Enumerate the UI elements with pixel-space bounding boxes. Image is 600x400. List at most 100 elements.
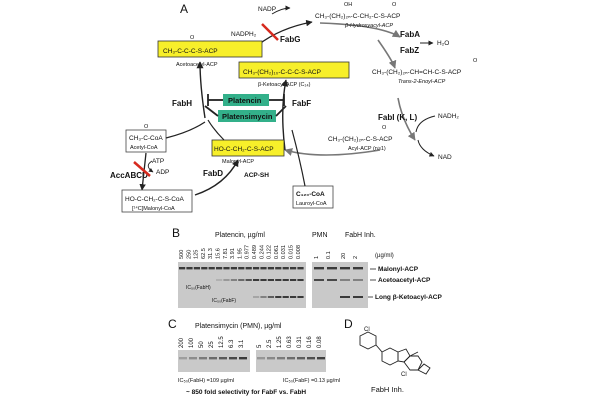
gel-c-ic50-fabf: IC₅₀(FabF) =0.13 µg/ml [283, 378, 340, 384]
gel-b-lane-label: 31.3 [208, 248, 214, 259]
gel-b-lane-label: 125 [194, 250, 200, 259]
gel-c-lane-label: 0.16 [307, 336, 313, 348]
enoyl-structure: CH₃-(CH₂)₂ₙ-CH=CH-C-S-ACP [372, 69, 461, 76]
band-lane [239, 357, 247, 360]
nad-label: NAD [438, 154, 452, 161]
acetylcoa-structure: CH₃-C-CoA [129, 135, 163, 142]
gel-c-lane-label: 5 [257, 344, 263, 348]
accabcd-block-mark [133, 161, 151, 177]
gel-c-lane-label: 0.63 [287, 336, 293, 348]
atp-label: ATP [152, 158, 164, 165]
enzyme-fabd: FabD [203, 169, 223, 178]
enzyme-fabi: FabI (K, L) [378, 113, 417, 122]
band-acetoacetyl [297, 279, 304, 281]
gel-b-lane-label: 0.489 [252, 245, 258, 259]
panel-label-d: D [344, 317, 353, 331]
band-lane [287, 357, 295, 360]
band-acetoacetyl [223, 279, 230, 281]
gel-b-lane-label: 0.061 [274, 245, 280, 259]
lauroyl-structure: C₁₂₀-CoA [296, 191, 325, 198]
band-acetoacetyl [353, 279, 363, 281]
h2o-label: H₂O [437, 40, 449, 47]
gel-b-ic50-fabf: IC₅₀(FabF) [212, 298, 236, 304]
gel-b-lane-label: 15.6 [216, 248, 222, 259]
acpsh-label: ACP-SH [244, 172, 269, 179]
band-lane [277, 357, 285, 360]
band-lane [267, 357, 275, 360]
malonylacp-structure: HO-C-CH₂-C-S-ACP [214, 146, 274, 153]
acetylcoa-o: O [144, 124, 149, 130]
malonylcoa-name: [¹⁴C]Malonyl-CoA [132, 205, 175, 212]
gel-b-lane-label: 0.031 [281, 245, 287, 259]
band-acetoacetyl [290, 279, 297, 281]
gel-b-lane-label: 7.81 [223, 248, 229, 259]
band-ketoacyl [290, 296, 297, 298]
band-malonyl [208, 267, 215, 270]
band-malonyl [290, 267, 297, 270]
malonylacp-to-fabh [207, 119, 225, 141]
gel-c-lane-label: 200 [179, 337, 185, 348]
elongation-cycle-arrows [284, 22, 416, 156]
fabf-arrow [281, 79, 289, 151]
band-lane [297, 357, 305, 360]
gel-b-lane-label: 0.008 [296, 245, 302, 259]
gel-b-fabh-lane-label: 20 [341, 253, 347, 259]
hydroxyacyl-o: O [392, 2, 397, 8]
gel-b-pmn-lane-label: 0.1 [326, 251, 332, 259]
band-malonyl [260, 267, 267, 270]
band-malonyl [216, 267, 223, 270]
structure-cl-bottom: Cl [401, 372, 407, 378]
band-acetoacetyl [314, 279, 324, 281]
nadh2-arc [415, 115, 436, 133]
gel-b-fabh-lane-label: 2 [353, 256, 359, 259]
band-malonyl [179, 267, 186, 270]
nadp-arc [271, 5, 291, 15]
hydroxyacyl-oh: OH [344, 2, 352, 8]
gel-b-lane-label: 0.015 [289, 245, 295, 259]
enzyme-fabg: FabG [280, 35, 300, 44]
band-acetoacetyl [260, 279, 267, 281]
gel-c-image-left [178, 350, 250, 372]
gel-c-ic50-fabh: IC₅₀(FabH) =109 µg/ml [178, 378, 234, 384]
acyl-structure: CH₃-(CH₂)₂ₙ-C-S-ACP [328, 136, 392, 143]
band-ketoacyl [297, 296, 304, 298]
band-acetoacetyl [267, 279, 274, 281]
band-acetoacetyl [327, 279, 337, 281]
band-malonyl [238, 267, 245, 270]
acetylcoa-box [125, 129, 167, 153]
gel-b-lane-label: 0.122 [267, 245, 273, 259]
band-ketoacyl [267, 296, 274, 298]
enzyme-fabf: FabF [292, 99, 311, 108]
band-ketoacyl [282, 296, 289, 298]
gel-c-header: Platensimycin (PMN), µg/ml [195, 323, 282, 330]
band-lane [307, 357, 315, 360]
acetylcoa-to-fabh [165, 121, 206, 139]
gel-c-bands [179, 357, 325, 360]
inhibition-bars [204, 94, 287, 117]
band-lane [257, 357, 265, 360]
ketoacyl-box [238, 61, 350, 79]
gel-b-pmn-header: PMN [312, 232, 328, 239]
enzyme-faba: FabA [400, 30, 420, 39]
acetylcoa-name: Acetyl-CoA [130, 145, 158, 151]
band-acetoacetyl [238, 279, 245, 281]
band-acetoacetyl [230, 279, 237, 281]
band-ketoacyl [253, 296, 260, 298]
band-malonyl [253, 267, 260, 270]
platensimycin-label: Platensimycin [222, 112, 273, 121]
band-acetoacetyl [340, 279, 350, 281]
gel-b-pmn-lane-label: 1 [314, 256, 320, 259]
gel-b-lane-label: 500 [179, 250, 185, 259]
gel-b-unit: (µg/ml) [375, 253, 394, 259]
band-malonyl [340, 267, 350, 270]
enoyl-name: Trans-2-Enoyl-ACP [398, 79, 446, 85]
fabh-inhibitor-structure [359, 331, 431, 375]
band-lane [229, 357, 237, 360]
acyl-name: Acyl-ACP (n≥1) [348, 146, 386, 152]
band-malonyl [353, 267, 363, 270]
fabg-block-mark [261, 23, 279, 41]
gel-b-lane-label: 0.244 [259, 245, 265, 259]
gel-c-lane-label: 100 [189, 337, 195, 348]
